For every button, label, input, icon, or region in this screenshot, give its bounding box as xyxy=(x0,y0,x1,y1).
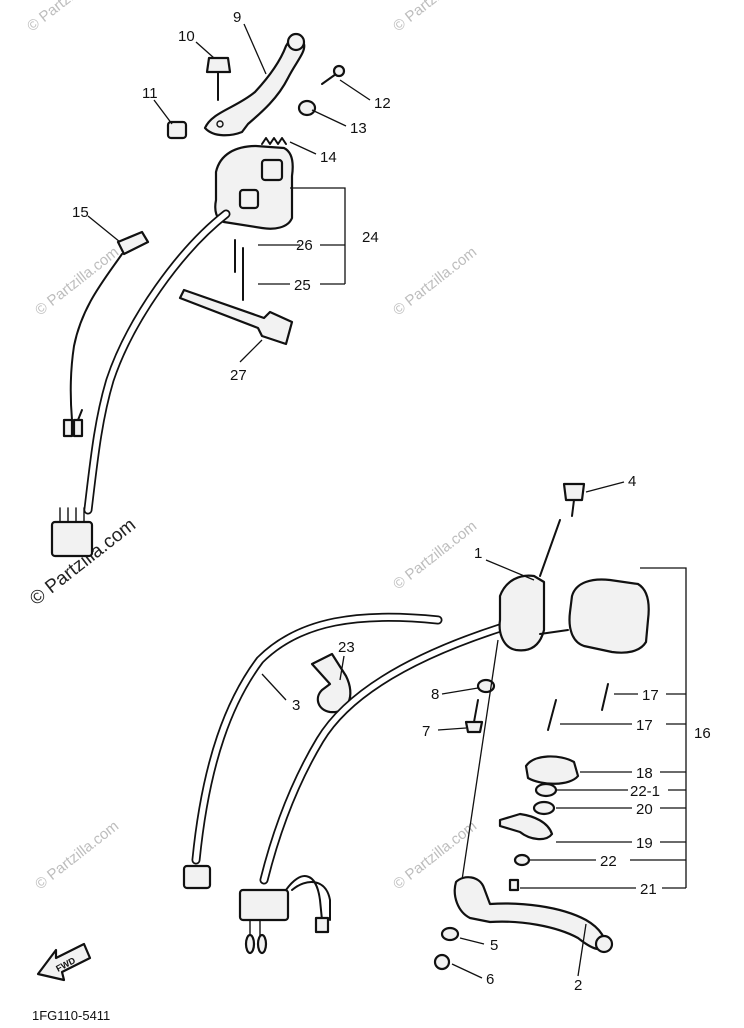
fwd-arrow: FWD xyxy=(36,942,92,982)
callout-3: 3 xyxy=(292,697,300,714)
callout-25: 25 xyxy=(294,277,311,294)
callout-2: 2 xyxy=(574,977,582,994)
callout-23: 23 xyxy=(338,639,355,656)
callout-10: 10 xyxy=(178,28,195,45)
callout-12: 12 xyxy=(374,95,391,112)
watermark: © Partzilla.com xyxy=(390,0,480,35)
clutch-switch-15 xyxy=(116,230,150,256)
callouts: 9 10 11 12 13 14 15 24 26 25 27 4 1 23 3… xyxy=(72,9,711,994)
callout-22-1: 22-1 xyxy=(630,783,660,800)
callout-17b: 17 xyxy=(636,717,653,734)
callout-26: 26 xyxy=(296,237,313,254)
bracket-1 xyxy=(498,574,546,652)
nut-13 xyxy=(297,99,317,117)
watermark: © Partzilla.com xyxy=(24,0,114,35)
lever-2-tip xyxy=(594,934,614,954)
cable-tie-27 xyxy=(178,288,294,346)
lower-assembly xyxy=(182,481,687,979)
callout-1: 1 xyxy=(474,545,482,562)
callout-19: 19 xyxy=(636,835,653,852)
washer-22-1 xyxy=(534,782,558,798)
callout-16: 16 xyxy=(694,725,711,742)
screw-17 xyxy=(601,683,609,711)
callout-13: 13 xyxy=(350,120,367,137)
watermark: © Partzilla.com xyxy=(32,818,122,894)
washer-22 xyxy=(513,853,531,867)
right-harness-connector xyxy=(238,888,290,922)
callout-27: 27 xyxy=(230,367,247,384)
callout-5: 5 xyxy=(490,937,498,954)
callout-11: 11 xyxy=(142,85,158,102)
callout-8: 8 xyxy=(431,686,439,703)
watermark: © Partzilla.com xyxy=(32,244,122,320)
nut-6 xyxy=(433,953,451,971)
screw-4 xyxy=(562,482,586,502)
left-switch-button xyxy=(260,158,284,182)
bolt-7 xyxy=(464,720,484,734)
callout-21: 21 xyxy=(640,881,657,898)
callout-24: 24 xyxy=(362,229,379,246)
callout-7: 7 xyxy=(422,723,430,740)
callout-6: 6 xyxy=(486,971,494,988)
callout-22: 22 xyxy=(600,853,617,870)
callout-9: 9 xyxy=(233,9,241,26)
housing-18 xyxy=(524,755,580,785)
screw-21 xyxy=(508,878,520,892)
clip-23 xyxy=(310,652,352,714)
callout-14: 14 xyxy=(320,149,337,166)
washer-20 xyxy=(532,800,556,816)
drawing-code: 1FG110-5411 xyxy=(32,1008,110,1023)
upper-leaders xyxy=(87,23,371,363)
watermark: © Partzilla.com xyxy=(390,244,480,320)
callout-17a: 17 xyxy=(642,687,659,704)
callout-4: 4 xyxy=(628,473,636,490)
callout-15: 15 xyxy=(72,204,89,221)
part-19 xyxy=(498,812,554,841)
right-switch-housing xyxy=(568,578,650,654)
bolt-10 xyxy=(205,56,232,74)
screw-17 xyxy=(547,699,557,731)
nut-11 xyxy=(166,120,188,140)
left-harness-connector xyxy=(50,520,94,558)
callout-18: 18 xyxy=(636,765,653,782)
lever-9-tip xyxy=(286,32,306,52)
screw-12 xyxy=(321,73,337,85)
upper-assembly xyxy=(50,32,346,558)
washer-5 xyxy=(440,926,460,942)
callout-20: 20 xyxy=(636,801,653,818)
watermark: © Partzilla.com xyxy=(390,518,480,594)
spring-14 xyxy=(261,137,287,145)
